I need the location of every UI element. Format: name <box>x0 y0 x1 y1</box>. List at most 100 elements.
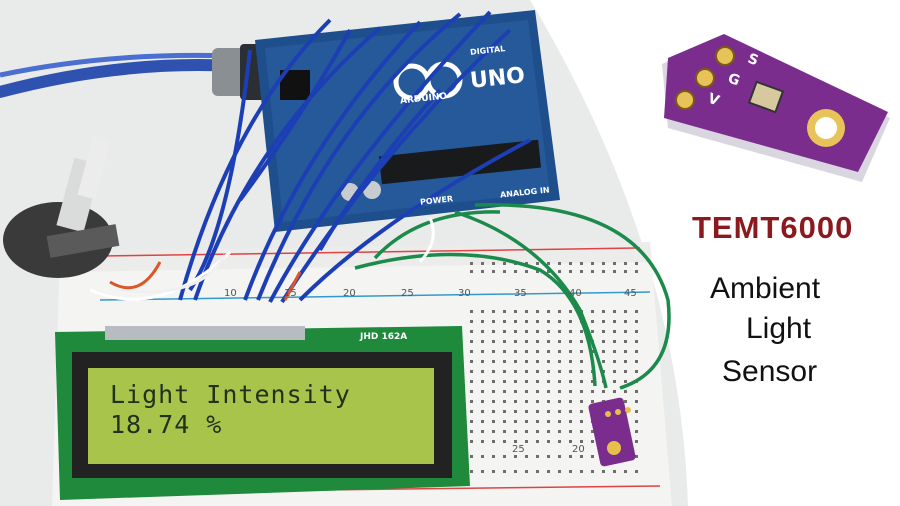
breadboard-hole <box>591 430 594 433</box>
breadboard-hole <box>481 470 484 473</box>
breadboard-hole <box>514 370 517 373</box>
breadboard-hole <box>503 455 506 458</box>
breadboard-hole <box>558 270 561 273</box>
breadboard-hole <box>492 390 495 393</box>
breadboard-hole <box>591 310 594 313</box>
lcd-line-1: Light Intensity <box>110 380 351 409</box>
breadboard-hole <box>547 430 550 433</box>
breadboard-hole <box>536 380 539 383</box>
breadboard-hole <box>481 340 484 343</box>
breadboard-hole <box>591 470 594 473</box>
breadboard-hole <box>514 410 517 413</box>
breadboard-hole <box>503 330 506 333</box>
breadboard-hole <box>635 262 638 265</box>
breadboard-hole <box>470 310 473 313</box>
breadboard-hole <box>613 380 616 383</box>
breadboard-hole <box>580 330 583 333</box>
breadboard-hole <box>569 420 572 423</box>
breadboard-hole <box>525 270 528 273</box>
breadboard-hole <box>613 360 616 363</box>
breadboard-hole <box>613 350 616 353</box>
breadboard-hole <box>536 420 539 423</box>
breadboard-hole <box>569 440 572 443</box>
bb-col-15: 15 <box>284 288 297 299</box>
breadboard-hole <box>503 400 506 403</box>
breadboard-hole <box>492 340 495 343</box>
breadboard-hole <box>613 310 616 313</box>
bb-col-20: 20 <box>343 288 356 299</box>
blue-wires <box>178 10 531 304</box>
breadboard-hole <box>569 320 572 323</box>
light-sensor-chip <box>747 80 785 114</box>
breadboard-hole <box>635 390 638 393</box>
breadboard-hole <box>613 262 616 265</box>
breadboard-hole <box>635 340 638 343</box>
breadboard-hole <box>481 455 484 458</box>
breadboard-hole <box>580 370 583 373</box>
lcd-module-label: JHD 162A <box>360 332 408 342</box>
breadboard-hole <box>514 350 517 353</box>
pin-v-pad <box>675 90 695 110</box>
bb-lower-20: 20 <box>572 444 585 455</box>
breadboard-hole <box>492 310 495 313</box>
breadboard-hole <box>569 390 572 393</box>
breadboard-hole <box>580 360 583 363</box>
breadboard-hole <box>525 262 528 265</box>
breadboard-hole <box>492 410 495 413</box>
breadboard-hole <box>635 400 638 403</box>
breadboard-sensor <box>588 397 636 467</box>
breadboard-hole <box>569 370 572 373</box>
breadboard-hole <box>536 330 539 333</box>
breadboard-hole <box>613 370 616 373</box>
breadboard-hole <box>536 370 539 373</box>
breadboard-hole <box>624 390 627 393</box>
breadboard-hole <box>602 360 605 363</box>
breadboard-hole <box>470 470 473 473</box>
breadboard-hole <box>525 340 528 343</box>
breadboard-hole <box>580 270 583 273</box>
breadboard-hole <box>547 310 550 313</box>
breadboard-hole <box>503 360 506 363</box>
breadboard-hole <box>514 330 517 333</box>
subtitle-line-3: Sensor <box>722 355 818 388</box>
pin-s-pad <box>715 46 735 66</box>
breadboard-hole <box>602 262 605 265</box>
breadboard-hole <box>591 380 594 383</box>
subtitle-line-1: Ambient <box>710 272 821 305</box>
breadboard-hole <box>580 470 583 473</box>
breadboard-hole <box>470 270 473 273</box>
breadboard-hole <box>492 350 495 353</box>
breadboard-hole <box>613 470 616 473</box>
breadboard-hole <box>558 455 561 458</box>
breadboard-hole <box>470 400 473 403</box>
breadboard-hole <box>613 270 616 273</box>
pin-g-pad <box>695 68 715 88</box>
breadboard-hole <box>591 320 594 323</box>
breadboard-hole <box>547 380 550 383</box>
breadboard-hole <box>481 360 484 363</box>
bb-col-45: 45 <box>624 288 637 299</box>
arduino-board <box>255 10 560 232</box>
breadboard-hole <box>503 380 506 383</box>
breadboard-hole <box>547 400 550 403</box>
breadboard-hole <box>492 370 495 373</box>
breadboard-hole <box>558 440 561 443</box>
breadboard-hole <box>492 330 495 333</box>
breadboard-hole <box>591 440 594 443</box>
breadboard-hole <box>536 360 539 363</box>
lcd-line-2: 18.74 % <box>110 410 223 439</box>
breadboard-hole <box>580 390 583 393</box>
breadboard-hole <box>536 455 539 458</box>
breadboard-hole <box>547 390 550 393</box>
breadboard-hole <box>525 410 528 413</box>
breadboard-hole <box>591 330 594 333</box>
breadboard-hole <box>470 455 473 458</box>
potentiometer <box>3 136 120 278</box>
breadboard-hole <box>470 340 473 343</box>
breadboard-hole <box>602 270 605 273</box>
breadboard-hole <box>635 350 638 353</box>
breadboard-hole <box>514 455 517 458</box>
breadboard-hole <box>624 330 627 333</box>
usb-cable <box>0 59 241 98</box>
